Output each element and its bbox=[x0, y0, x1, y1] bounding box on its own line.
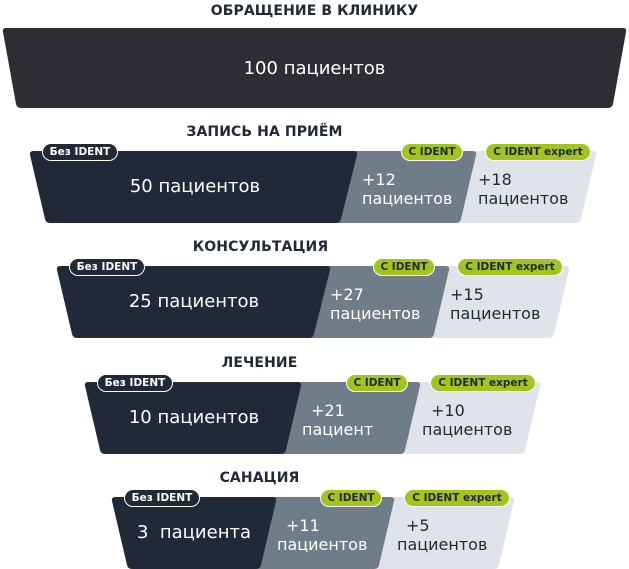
tag-with-ident-expert: С IDENT expert bbox=[457, 258, 563, 276]
stage-3-expert-add: +10 bbox=[431, 401, 465, 420]
stage-1-without-value: 50 пациентов bbox=[129, 176, 261, 197]
tag-without-ident: Без IDENT bbox=[42, 143, 118, 161]
stage-3-without-value: 10 пациентов bbox=[128, 407, 260, 428]
stage-4-expert-value: +5 пациентов bbox=[397, 516, 487, 554]
stage-2-ident-add: +27 bbox=[330, 285, 364, 304]
stage-4-expert-unit: пациентов bbox=[397, 535, 488, 554]
stage-4-ident-value: +11 пациентов bbox=[277, 516, 367, 554]
stage-3-expert-segment bbox=[382, 382, 541, 454]
stage-1-without-segment bbox=[29, 151, 358, 223]
stage-4-expert-segment bbox=[356, 497, 515, 569]
stage-2-expert-add: +15 bbox=[450, 285, 484, 304]
stage-2-expert-segment bbox=[410, 266, 570, 338]
stage-4-ident-unit: пациентов bbox=[277, 535, 368, 554]
stage-title-sanation: САНАЦИЯ bbox=[219, 470, 300, 486]
tag-with-ident-expert: С IDENT expert bbox=[404, 489, 510, 507]
stage-1-expert-add: +18 bbox=[478, 170, 512, 189]
stage-3-ident-segment bbox=[266, 382, 421, 454]
stage-3-expert-value: +10 пациентов bbox=[422, 401, 512, 439]
stage-0-total: 100 пациентов bbox=[243, 58, 386, 79]
stage-2-ident-value: +27 пациентов bbox=[330, 285, 420, 323]
stage-title-contact: ОБРАЩЕНИЕ В КЛИНИКУ bbox=[210, 3, 419, 19]
stage-2-ident-segment bbox=[295, 266, 450, 338]
stage-4-ident-add: +11 bbox=[286, 516, 320, 535]
tag-with-ident: С IDENT bbox=[320, 489, 382, 507]
stage-2-without-segment bbox=[56, 266, 331, 338]
tag-with-ident-expert: С IDENT expert bbox=[430, 374, 536, 392]
tag-with-ident: С IDENT bbox=[401, 143, 463, 161]
stage-1-expert-unit: пациентов bbox=[478, 189, 569, 208]
stage-3-ident-add: +21 bbox=[311, 401, 345, 420]
stage-4-without-value: 3 пациента bbox=[136, 522, 251, 543]
stage-title-treatment: ЛЕЧЕНИЕ bbox=[221, 355, 298, 371]
stage-4-without-segment bbox=[111, 497, 277, 569]
stage-0-bar bbox=[2, 28, 627, 108]
tag-with-ident-expert: С IDENT expert bbox=[485, 143, 591, 161]
stage-3-expert-unit: пациентов bbox=[422, 420, 513, 439]
stage-2-expert-value: +15 пациентов bbox=[450, 285, 540, 323]
stage-1-ident-add: +12 bbox=[362, 170, 396, 189]
tag-with-ident: С IDENT bbox=[373, 258, 435, 276]
tag-without-ident: Без IDENT bbox=[124, 489, 200, 507]
stage-1-ident-unit: пациентов bbox=[362, 189, 453, 208]
stage-4-ident-segment bbox=[240, 497, 395, 569]
stage-3-ident-value: +21 пациент bbox=[302, 401, 373, 439]
tag-with-ident: С IDENT bbox=[346, 374, 408, 392]
stage-title-appointment: ЗАПИСЬ НА ПРИЁМ bbox=[186, 124, 343, 140]
stage-3-ident-unit: пациент bbox=[302, 420, 374, 439]
stage-1-ident-value: +12 пациентов bbox=[362, 170, 452, 208]
stage-2-expert-unit: пациентов bbox=[450, 304, 541, 323]
stage-title-consultation: КОНСУЛЬТАЦИЯ bbox=[192, 239, 329, 255]
stage-1-ident-segment bbox=[320, 151, 477, 223]
tag-without-ident: Без IDENT bbox=[69, 258, 145, 276]
stage-2-ident-unit: пациентов bbox=[330, 304, 421, 323]
stage-2-without-value: 25 пациентов bbox=[128, 291, 260, 312]
stage-1-expert-value: +18 пациентов bbox=[478, 170, 568, 208]
stage-4-expert-add: +5 bbox=[406, 516, 430, 535]
stage-3-without-segment bbox=[84, 382, 302, 454]
tag-without-ident: Без IDENT bbox=[97, 374, 173, 392]
